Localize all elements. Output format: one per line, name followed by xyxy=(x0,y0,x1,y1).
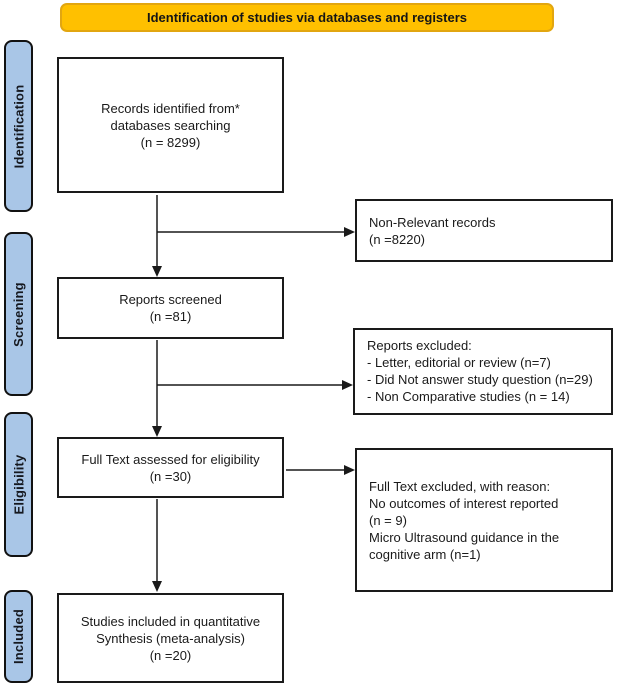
stage-tab-label: Screening xyxy=(11,281,26,347)
stage-tab-eligibility: Eligibility xyxy=(4,412,33,557)
stage-tab-label: Included xyxy=(11,608,26,665)
reports-screened-box: Reports screened (n =81) xyxy=(57,277,284,339)
header-banner: Identification of studies via databases … xyxy=(60,3,554,32)
arrowhead-right-icon xyxy=(342,380,353,390)
non-relevant-records-box: Non-Relevant records (n =8220) xyxy=(355,199,613,262)
arrowhead-right-icon xyxy=(344,465,355,475)
full-text-assessed-box: Full Text assessed for eligibility (n =3… xyxy=(57,437,284,498)
stage-tab-label: Eligibility xyxy=(11,454,27,515)
full-text-excluded-box: Full Text excluded, with reason: No outc… xyxy=(355,448,613,592)
reports-excluded-box: Reports excluded: - Letter, editorial or… xyxy=(353,328,613,415)
arrowhead-right-icon xyxy=(344,227,355,237)
stage-tab-included: Included xyxy=(4,590,33,683)
stage-tab-screening: Screening xyxy=(4,232,33,396)
arrowhead-down-icon xyxy=(152,426,162,437)
records-identified-box: Records identified from* databases searc… xyxy=(57,57,284,193)
arrowhead-down-icon xyxy=(152,581,162,592)
header-title: Identification of studies via databases … xyxy=(146,10,468,25)
arrowhead-down-icon xyxy=(152,266,162,277)
stage-tab-identification: Identification xyxy=(4,40,33,212)
studies-included-box: Studies included in quantitative Synthes… xyxy=(57,593,284,683)
stage-tab-label: Identification xyxy=(11,84,27,168)
